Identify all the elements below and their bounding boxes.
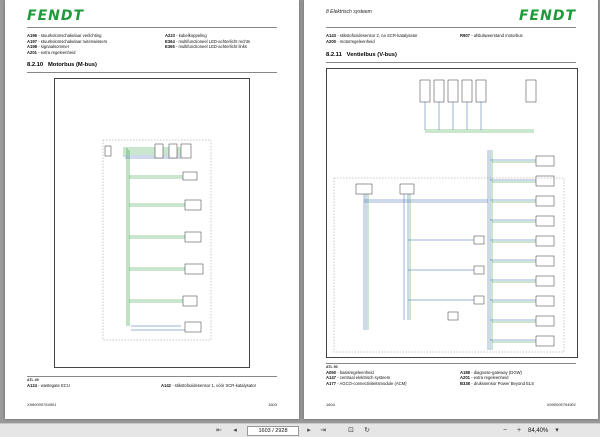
legend-col-1: A196 - stuurkolomschakelaar verlichting … xyxy=(27,33,107,55)
first-page-icon[interactable]: ⇤ xyxy=(216,427,222,434)
page-number-input[interactable]: 1603 / 2928 xyxy=(247,426,299,436)
legend-col-2: R907 - afsluitweerstand motorbus xyxy=(460,33,523,39)
legend-item: A143 - stikstofoxidesensor 2, na SCR-kat… xyxy=(326,33,418,38)
legend-item: A223 - kabelkoppeling xyxy=(165,33,207,38)
legend-item: E365 - multifunctioneel LED-achterlicht … xyxy=(165,44,247,50)
header-rule xyxy=(326,27,576,28)
zoom-dropdown-icon[interactable]: ▾ xyxy=(555,427,559,434)
section-heading: 8.2.11 Ventielbus (V-bus) xyxy=(326,52,397,58)
zoom-in-icon[interactable]: + xyxy=(516,427,522,434)
footer-legend-item: A124 - wastegate ECU xyxy=(27,383,70,388)
header-rule xyxy=(27,27,277,28)
legend-item: A198 - signaalsommer xyxy=(27,44,70,50)
left-page: FENDT A196 - stuurkolomschakelaar verlic… xyxy=(5,0,299,419)
footer-legend-item: A147 - centraal elektrisch systeem xyxy=(326,375,391,381)
legend-col-1: A143 - stikstofoxidesensor 2, na SCR-kat… xyxy=(326,33,417,44)
footer-legend-col-1: A050 - basisregeleenheid A147 - centraal… xyxy=(326,370,407,386)
page-number: 1603 xyxy=(268,402,277,407)
next-page-icon[interactable]: ▸ xyxy=(307,427,311,434)
footer-legend-item: A201 - extra regeleenheid xyxy=(460,375,509,381)
footer-legend-item: B338 - drukssensor Power Beyond ELS xyxy=(460,380,535,386)
section-rule xyxy=(326,62,576,63)
footer-legend-item: A177 - AGCO-connectiviteitsmodule (ACM) xyxy=(326,380,407,386)
section-rule xyxy=(27,72,277,73)
fendt-logo: FENDT xyxy=(27,8,85,24)
fit-width-icon[interactable]: ⊡ xyxy=(348,427,354,434)
zoom-level[interactable]: 84,40% xyxy=(528,428,549,434)
prev-page-icon[interactable]: ◂ xyxy=(233,427,237,434)
document-id: X990005764901 xyxy=(546,402,576,407)
right-page: 8 Elektrisch systeem FENDT A143 - stikst… xyxy=(304,0,598,419)
footer-legend-item: A142 - stikstofoxidesensor 1, vóór SCR-k… xyxy=(161,383,256,388)
page-number: 1604 xyxy=(326,402,335,407)
legend-item: A200 - motorregeleenheid xyxy=(326,38,375,44)
wiring-diagram-frame xyxy=(54,78,250,368)
footer-legend-item: A188 - diagnose-gateway (DGW) xyxy=(460,370,522,375)
figure-rule xyxy=(326,363,576,364)
fendt-logo: FENDT xyxy=(518,8,576,24)
figure-rule xyxy=(27,376,277,377)
motorbus-wiring-diagram xyxy=(102,139,212,341)
rotate-icon[interactable]: ↻ xyxy=(364,427,370,434)
footer-legend-item: A050 - basisregeleenheid xyxy=(326,370,374,375)
last-page-icon[interactable]: ⇥ xyxy=(320,427,326,434)
viewer-toolbar: ⇤ ◂ 1603 / 2928 ▸ ⇥ ⊡ ↻ − + 84,40% ▾ xyxy=(0,423,600,437)
legend-item: E364 - multifunctioneel LED-achterlicht … xyxy=(165,38,250,44)
legend-item: A197 - stuurkolomschakelaar ruitenwisser… xyxy=(27,38,108,44)
zoom-out-icon[interactable]: − xyxy=(502,427,508,434)
ventielbus-wiring-diagram xyxy=(333,79,565,353)
section-heading: 8.2.10 Motorbus (M-bus) xyxy=(27,62,97,68)
legend-item: A196 - stuurkolomschakelaar verlichting xyxy=(27,33,102,38)
footer-legend-col-2: A188 - diagnose-gateway (DGW) A201 - ext… xyxy=(460,370,534,386)
document-id: X990005764901 xyxy=(27,402,57,407)
wiring-diagram-frame xyxy=(326,68,578,358)
chapter-title: 8 Elektrisch systeem xyxy=(326,9,372,15)
legend-col-2: A223 - kabelkoppeling E364 - multifuncti… xyxy=(165,33,250,50)
legend-item: R907 - afsluitweerstand motorbus xyxy=(460,33,523,38)
figure-number: ATL 50 xyxy=(326,365,338,369)
figure-number: ATL 49 xyxy=(27,378,39,382)
legend-item: A201 - extra regeleenheid xyxy=(27,49,76,55)
